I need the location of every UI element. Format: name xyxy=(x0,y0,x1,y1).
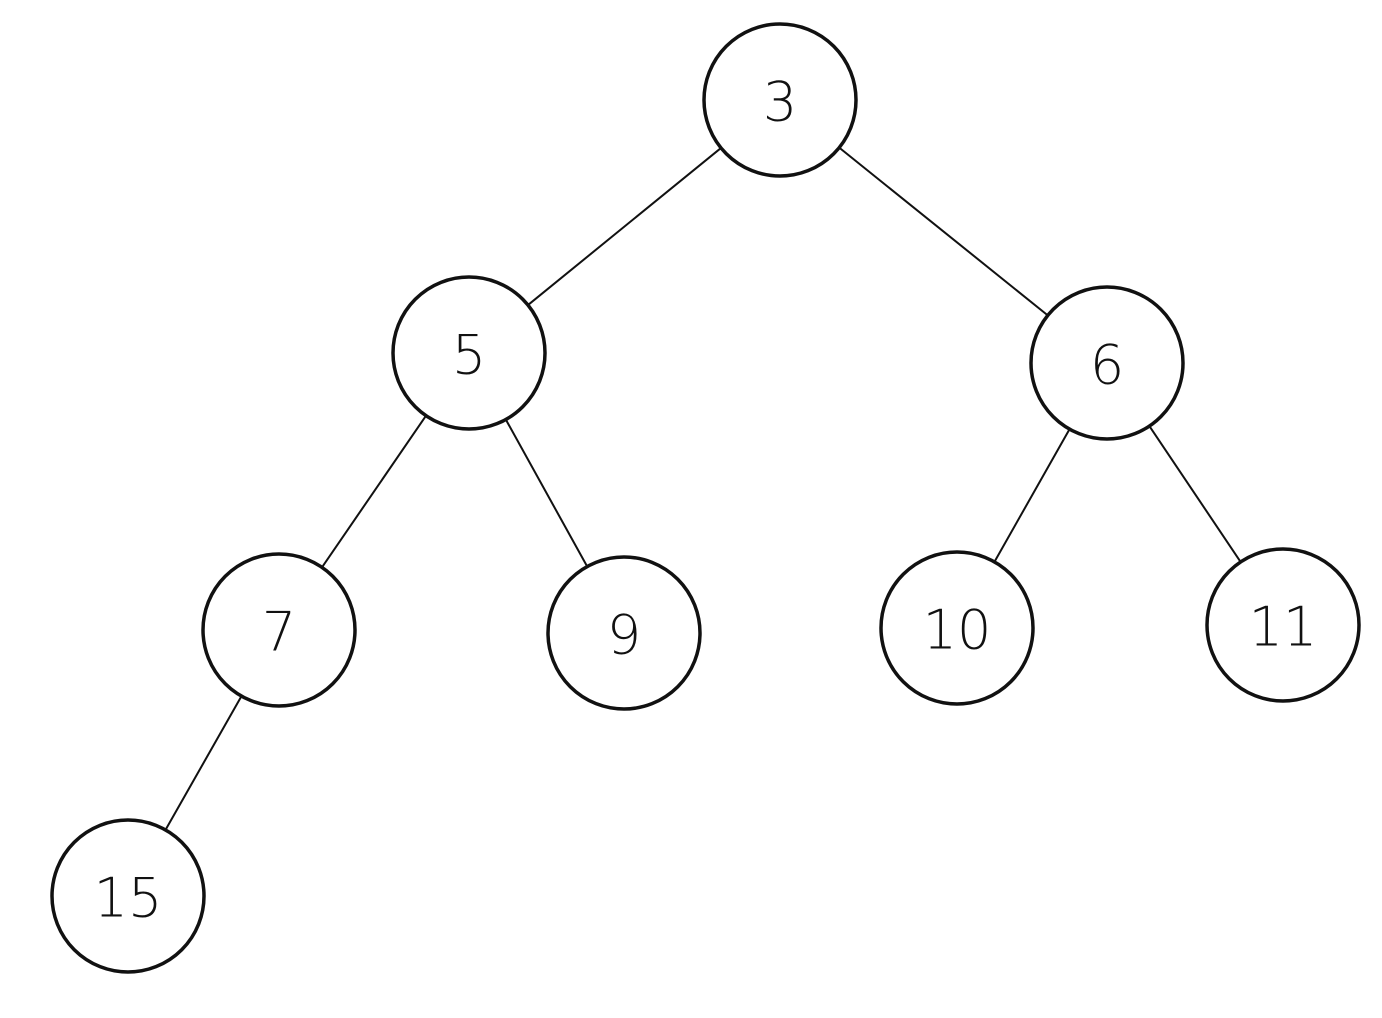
node-circle xyxy=(1029,285,1185,441)
tree-node-15: 15 xyxy=(50,818,206,974)
node-label: 15 xyxy=(94,867,163,930)
node-circle xyxy=(201,552,357,708)
edge-n5-n7 xyxy=(320,414,428,569)
node-circle xyxy=(50,818,206,974)
edge-n5-n9 xyxy=(504,418,589,568)
node-label: 6 xyxy=(1090,334,1124,397)
tree-node-6: 6 xyxy=(1029,285,1185,441)
node-label: 7 xyxy=(262,601,296,664)
edges-layer xyxy=(164,146,1242,831)
edge-n6-n11 xyxy=(1148,425,1242,563)
tree-node-3: 3 xyxy=(702,22,858,178)
node-circle xyxy=(879,550,1035,706)
node-label: 9 xyxy=(607,604,641,667)
edge-n3-n6 xyxy=(838,146,1049,317)
node-label: 10 xyxy=(923,599,992,662)
node-label: 5 xyxy=(452,324,486,387)
tree-node-10: 10 xyxy=(879,550,1035,706)
edge-n6-n10 xyxy=(993,428,1071,563)
node-label: 3 xyxy=(763,71,797,134)
tree-node-7: 7 xyxy=(201,552,357,708)
node-circle xyxy=(391,275,547,431)
node-circle xyxy=(546,555,702,711)
node-circle xyxy=(1205,547,1361,703)
nodes-layer: 3 5 6 7 9 10 11 15 xyxy=(50,22,1361,974)
tree-node-9: 9 xyxy=(546,555,702,711)
node-circle xyxy=(702,22,858,178)
node-label: 11 xyxy=(1249,596,1318,659)
tree-node-11: 11 xyxy=(1205,547,1361,703)
edge-n3-n5 xyxy=(526,146,723,307)
edge-n7-n15 xyxy=(164,695,243,831)
tree-node-5: 5 xyxy=(391,275,547,431)
